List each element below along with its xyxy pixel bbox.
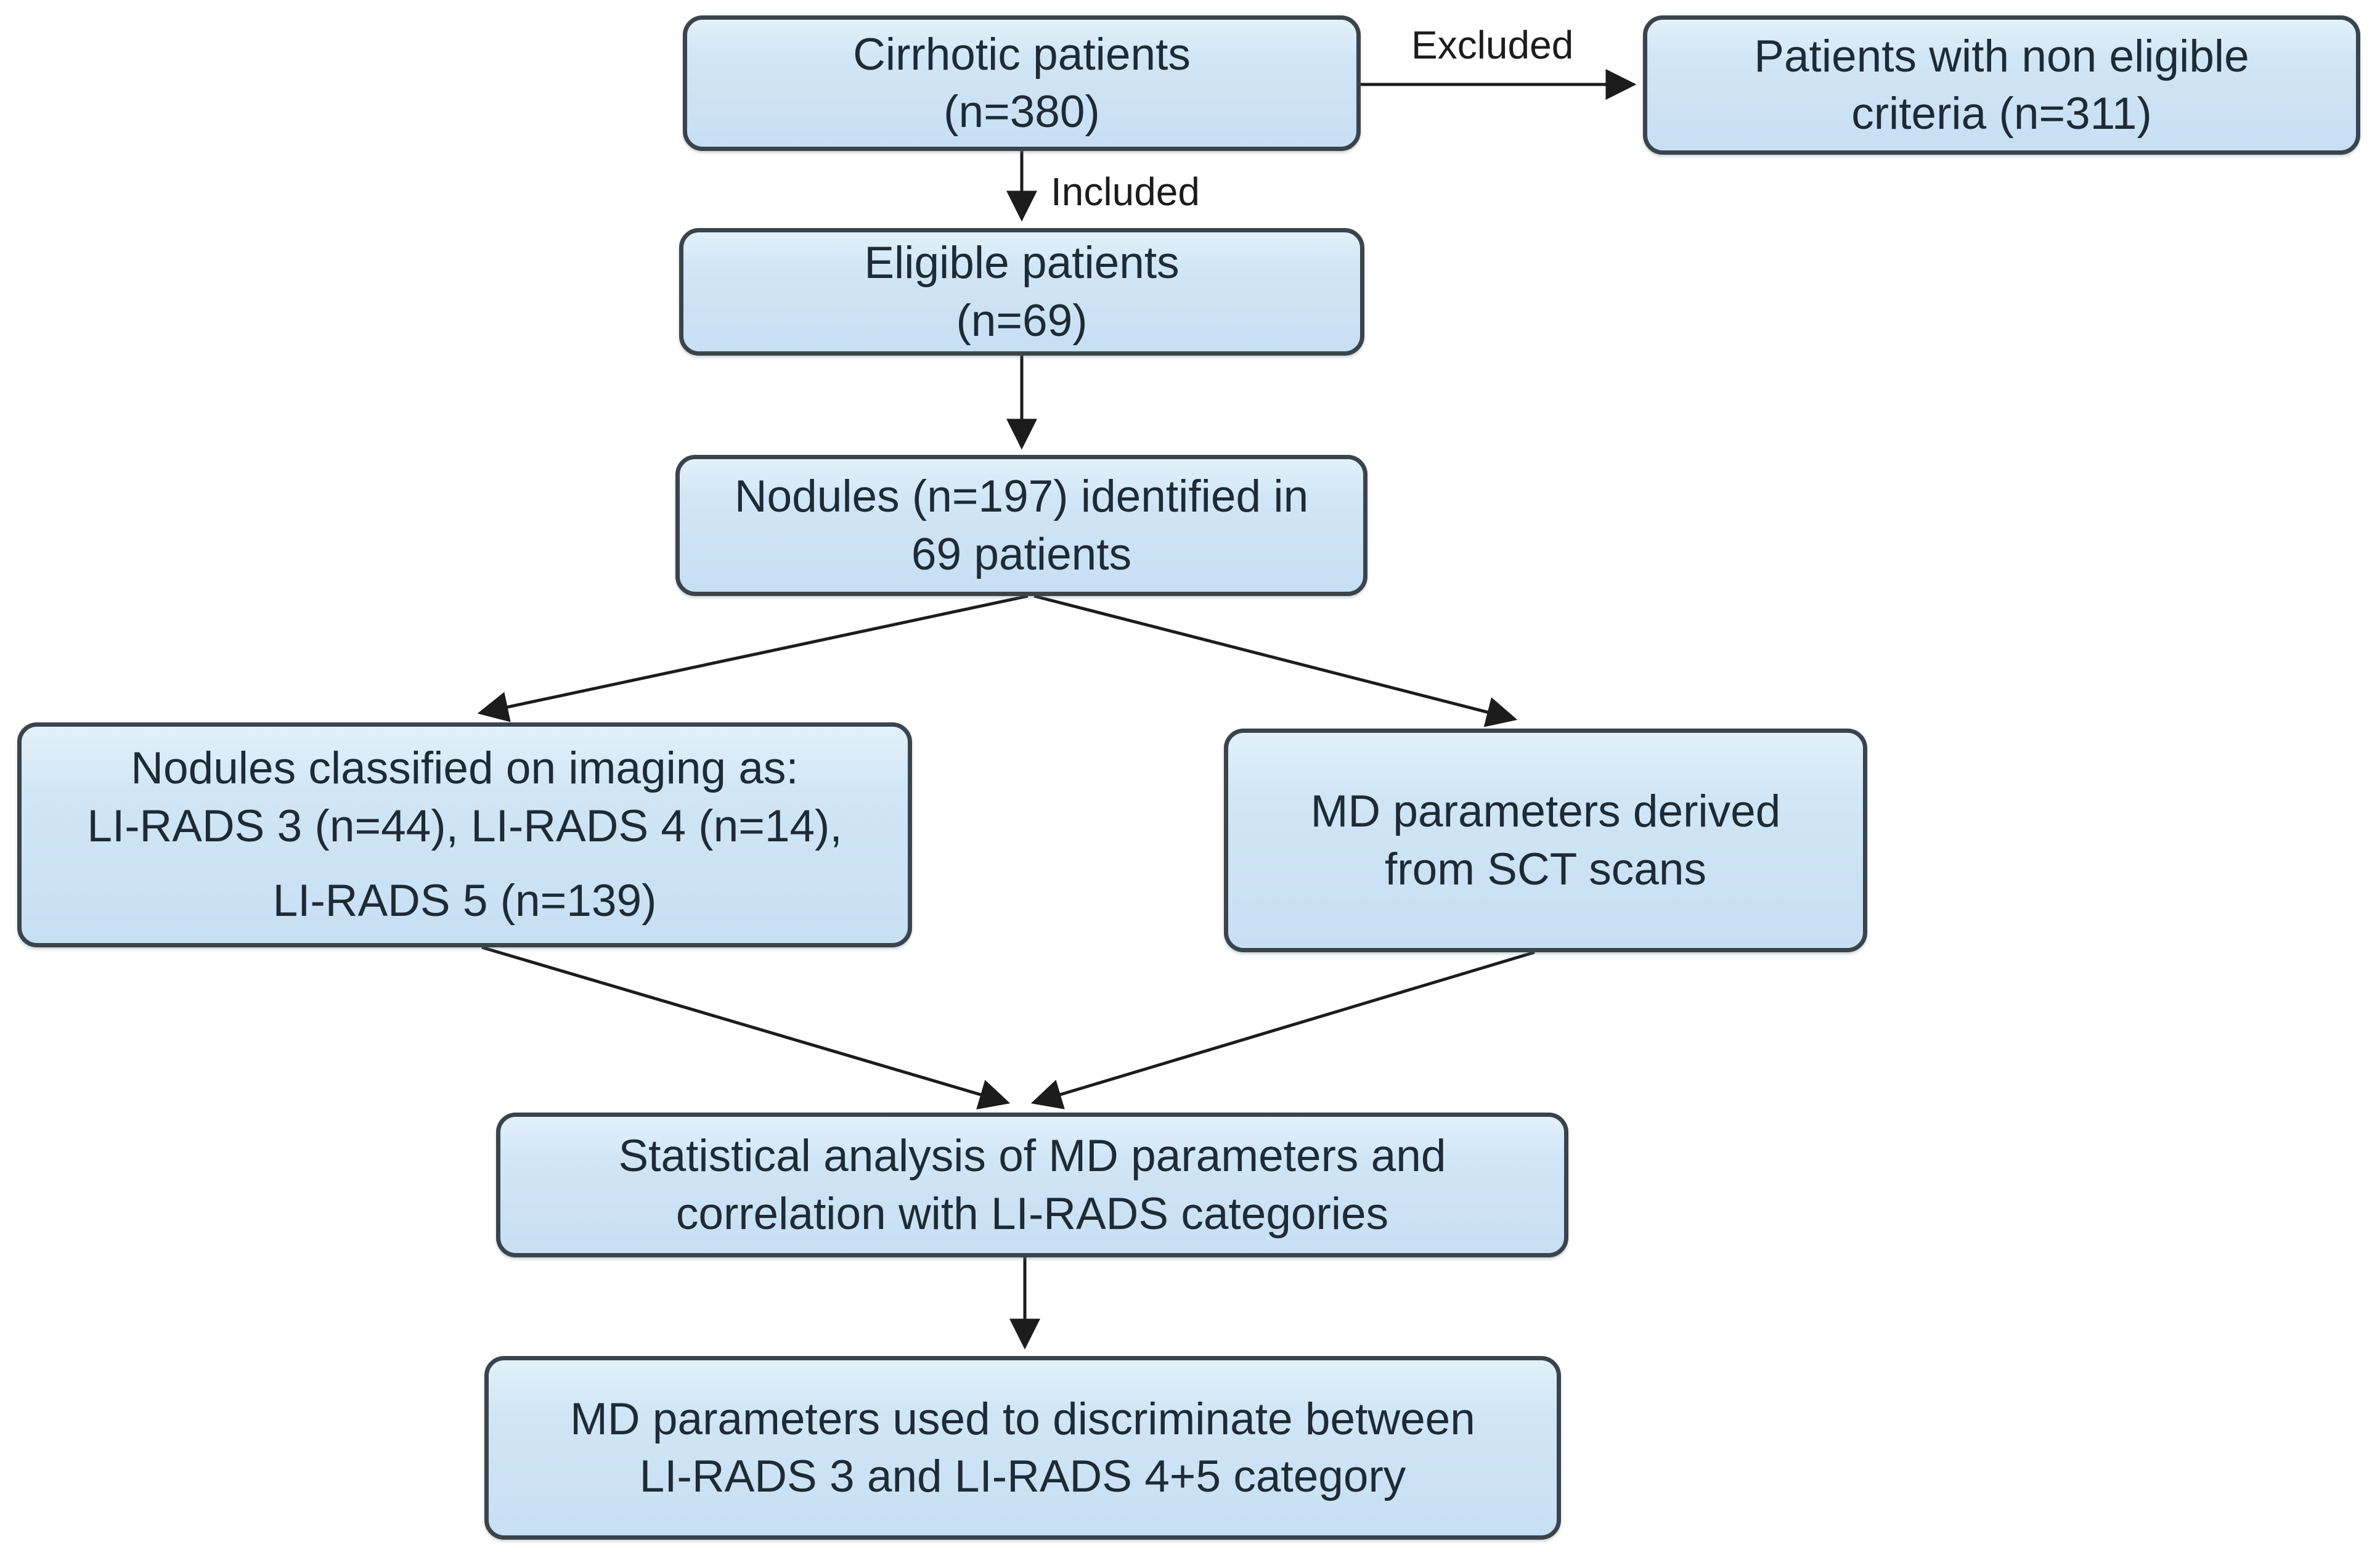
node-text-line: Patients with non eligible	[1754, 31, 2249, 81]
node-text-line: LI-RADS 5 (n=139)	[272, 876, 657, 926]
node-text-line: MD parameters derived	[1310, 786, 1781, 837]
node-nodules-identified: Nodules (n=197) identified in 69 patient…	[675, 455, 1367, 596]
node-text-line: Nodules (n=197) identified in	[734, 472, 1309, 522]
node-text-line: (n=380)	[943, 87, 1100, 137]
node-text-line: Cirrhotic patients	[853, 29, 1191, 80]
node-non-eligible-patients: Patients with non eligible criteria (n=3…	[1643, 15, 2360, 155]
node-text-line: MD parameters used to discriminate betwe…	[570, 1394, 1475, 1444]
arrow-nodules-to-lirads	[477, 594, 1029, 722]
node-eligible-patients: Eligible patients (n=69)	[679, 228, 1364, 356]
node-text-line: LI-RADS 3 and LI-RADS 4+5 category	[639, 1452, 1406, 1501]
node-md-parameters: MD parameters derived from SCT scans	[1224, 729, 1867, 952]
node-text-line: Eligible patients	[864, 238, 1180, 288]
arrow-nodules-to-md-parameters	[1033, 594, 1518, 727]
node-text-line: criteria (n=311)	[1851, 89, 2152, 139]
node-text-line: Statistical analysis of MD parameters an…	[618, 1131, 1446, 1182]
arrow-lirads-to-analysis	[481, 945, 1011, 1109]
node-cirrhotic-patients: Cirrhotic patients (n=380)	[683, 15, 1361, 151]
arrow-md-parameters-to-analysis	[1030, 950, 1535, 1109]
edge-label-excluded: Excluded	[1411, 23, 1574, 67]
node-text-line: LI-RADS 3 (n=44), LI-RADS 4 (n=14),	[87, 801, 842, 851]
edge-label-included: Included	[1051, 169, 1200, 214]
node-text-line: 69 patients	[911, 529, 1132, 579]
node-statistical-analysis: Statistical analysis of MD parameters an…	[496, 1113, 1568, 1257]
node-text-line: Nodules classified on imaging as:	[131, 743, 799, 794]
node-text-line: (n=69)	[956, 295, 1088, 346]
node-lirads-classification: Nodules classified on imaging as: LI-RAD…	[17, 722, 912, 947]
node-md-discrimination: MD parameters used to discriminate betwe…	[484, 1356, 1561, 1540]
node-text-line: from SCT scans	[1385, 844, 1706, 894]
node-text-line: correlation with LI-RADS categories	[675, 1188, 1389, 1239]
